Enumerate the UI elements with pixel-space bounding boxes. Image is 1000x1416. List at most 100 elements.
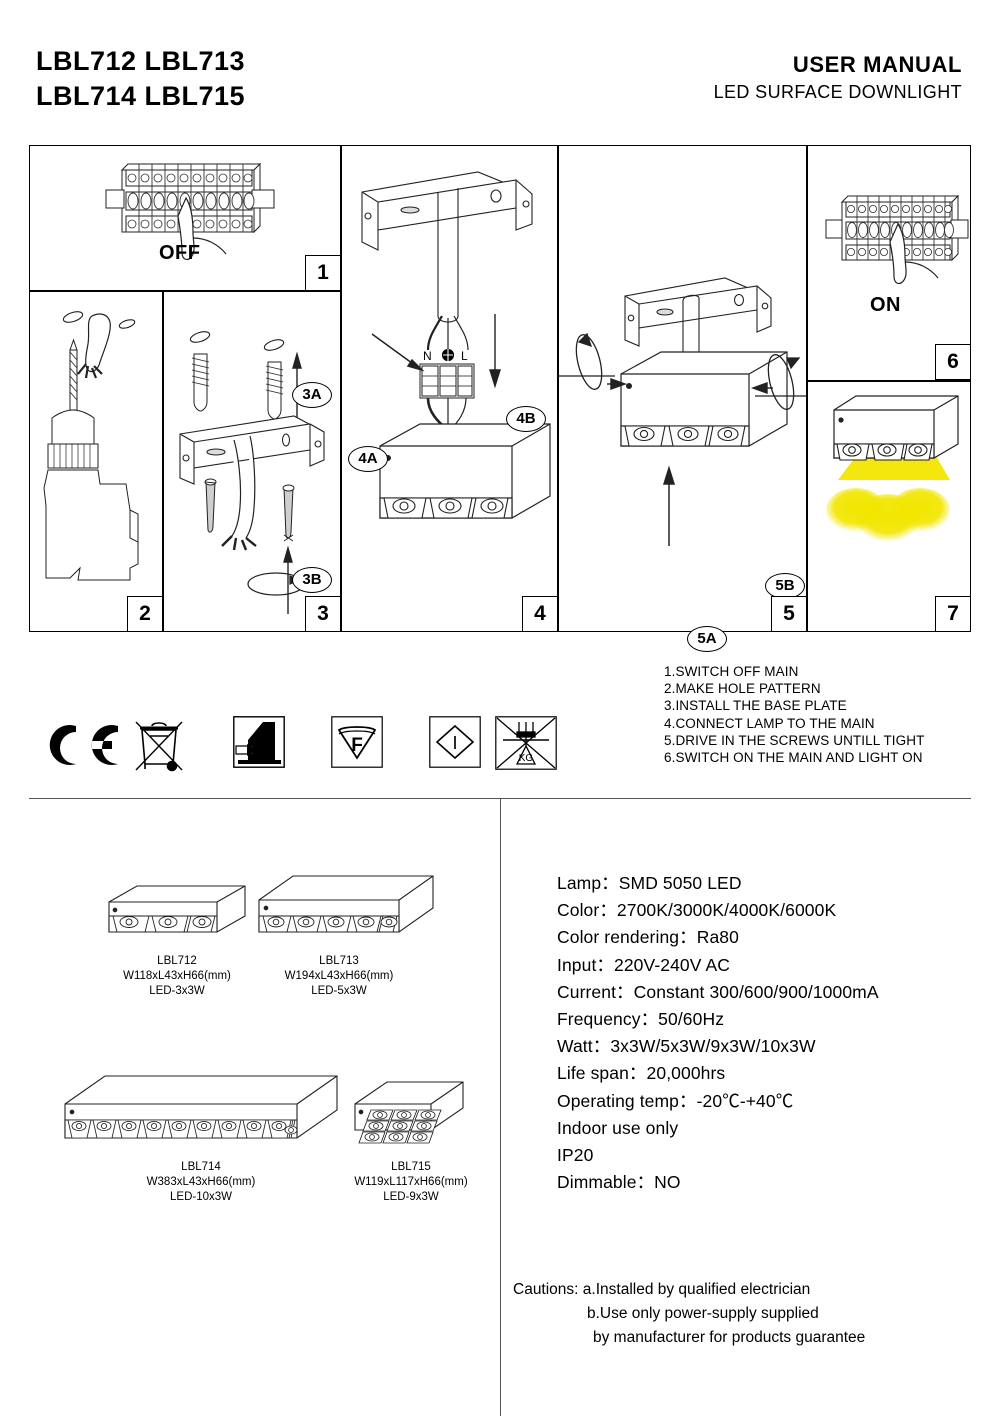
arrow-right-screw — [750, 382, 773, 394]
panel-number-5: 5 — [771, 596, 807, 632]
spec-ip-rating: IP20 — [557, 1145, 594, 1166]
panel-1-switch-off: OFF — [29, 145, 341, 291]
spec-color-rendering: Color rendering：Ra80 — [557, 927, 739, 948]
arrow-4a — [371, 333, 425, 372]
lbl715-led: LED-9x3W — [383, 1191, 439, 1203]
specifications-list: Lamp：SMD 5050 LED Color：2700K/3000K/4000… — [557, 870, 977, 1196]
instruction-step-5: 5.DRIVE IN THE SCREWS UNTILL TIGHT — [664, 732, 925, 748]
lbl715-dimensions: W119xL117xH66(mm) — [354, 1176, 468, 1188]
arrow-up-3b — [283, 545, 293, 614]
product-item-lbl715: LBL715 W119xL117xH66(mm) LED-9x3W — [343, 1068, 473, 1203]
lbl715-illustration — [354, 1081, 464, 1144]
model-numbers: LBL712 LBL713 LBL714 LBL715 — [36, 44, 245, 114]
step-bubble-4a: 4A — [348, 446, 388, 472]
lbl712-label: LBL712 W118xL43xH66(mm) LED-3x3W — [77, 954, 277, 999]
breaker-off-illustration — [105, 162, 275, 261]
weee-crossed-bin-icon — [132, 716, 186, 774]
svg-text:F: F — [351, 735, 363, 756]
spec-color: Color：2700K/3000K/4000K/6000K — [557, 900, 837, 921]
led-cells-7 — [836, 443, 933, 461]
lbl712-illustration — [108, 885, 246, 933]
spec-life-span: Life span：20,000hrs — [557, 1063, 726, 1084]
panel-6-caption: ON — [870, 294, 901, 316]
lbl714-label: LBL714 W383xL43xH66(mm) LED-10x3W — [101, 1160, 301, 1205]
product-item-lbl712: LBL712 W118xL43xH66(mm) LED-3x3W — [97, 868, 257, 997]
product-item-lbl713: LBL713 W194xL43xH66(mm) LED-5x3W — [251, 858, 441, 997]
arrow-4b — [489, 314, 501, 389]
panel-6-switch-on: ON — [807, 145, 971, 381]
lbl713-label: LBL713 W194xL43xH66(mm) LED-5x3W — [239, 954, 439, 999]
model-numbers-line2: LBL714 LBL715 — [36, 81, 246, 112]
lbl714-dimensions: W383xL43xH66(mm) — [146, 1176, 256, 1188]
hole-marks — [62, 311, 136, 329]
lbl713-led: LED-5x3W — [311, 985, 367, 997]
light-glow — [826, 456, 950, 542]
panel-number-1: 1 — [305, 255, 341, 291]
model-numbers-line1: LBL712 LBL713 — [36, 46, 246, 76]
earth-symbol-icon — [441, 348, 455, 362]
spec-frequency: Frequency：50/60Hz — [557, 1009, 725, 1030]
installation-diagram-grid: OFF 1 — [29, 145, 971, 652]
instruction-step-3: 3.INSTALL THE BASE PLATE — [664, 698, 847, 714]
rotation-right — [755, 354, 806, 410]
terminal-label-n: N — [423, 349, 432, 363]
lbl712-led: LED-3x3W — [149, 985, 205, 997]
panel-4-connect-lamp: N L — [341, 145, 558, 632]
step-bubble-5a: 5A — [687, 626, 727, 652]
instruction-steps-list: 1.SWITCH OFF MAIN 2.MAKE HOLE PATTERN 3.… — [664, 663, 984, 766]
step-bubble-3b: 3B — [292, 567, 332, 593]
step-bubble-3a: 3A — [292, 382, 332, 408]
lit-lamp-illustration — [826, 395, 959, 542]
connect-lamp-illustration: N L — [361, 171, 551, 519]
breaker-on-illustration — [825, 194, 969, 285]
panel-3-base-plate: 3A 3B — [163, 291, 341, 632]
product-lineup: LBL712 W118xL43xH66(mm) LED-3x3W — [29, 820, 499, 1290]
led-cells-5 — [624, 425, 746, 447]
panel-7-light-on — [807, 381, 971, 632]
lbl712-model: LBL712 — [157, 955, 197, 967]
hand-finger-icon-on — [889, 222, 939, 285]
lbl712-dimensions: W118xL43xH66(mm) — [123, 970, 231, 982]
caution-line-a: Cautions: a.Installed by qualified elect… — [513, 1281, 811, 1298]
class-one-diamond-icon: I — [429, 716, 481, 768]
f-mark-triangle-icon: F — [331, 716, 383, 768]
caution-line-b: b.Use only power-supply supplied — [587, 1305, 819, 1322]
led-grid-3x3 — [358, 1109, 442, 1144]
lbl715-label: LBL715 W119xL117xH66(mm) LED-9x3W — [311, 1160, 511, 1205]
vertical-divider — [500, 798, 501, 1416]
instruction-step-2: 2.MAKE HOLE PATTERN — [664, 681, 821, 697]
spec-indoor-use: Indoor use only — [557, 1117, 679, 1138]
spec-watt: Watt：3x3W/5x3W/9x3W/10x3W — [557, 1036, 816, 1057]
ce-mark-icon — [46, 722, 124, 768]
certification-icons-row: F I KG — [40, 706, 557, 778]
panel-number-7: 7 — [935, 596, 971, 632]
caution-line-b-cont: by manufacturer for products guarantee — [593, 1329, 866, 1346]
manual-heading: USER MANUAL LED SURFACE DOWNLIGHT — [714, 52, 962, 103]
spec-dimmable: Dimmable：NO — [557, 1172, 681, 1193]
arrow-up-5a — [662, 465, 676, 546]
svg-text:I: I — [452, 733, 457, 753]
lbl713-dimensions: W194xL43xH66(mm) — [284, 970, 394, 982]
terminal-label-l: L — [461, 349, 468, 363]
instruction-step-6: 6.SWITCH ON THE MAIN AND LIGHT ON — [664, 750, 923, 766]
panel-number-6: 6 — [935, 344, 971, 380]
manual-subtitle: LED SURFACE DOWNLIGHT — [713, 82, 962, 102]
lbl714-led: LED-10x3W — [170, 1191, 232, 1203]
panel-number-4: 4 — [522, 596, 558, 632]
base-plate-illustration — [179, 331, 325, 614]
wall-anchor-icon — [77, 313, 111, 379]
split-wires — [426, 315, 469, 351]
spec-operating-temp: Operating temp：-20℃-+40℃ — [557, 1090, 794, 1111]
lbl713-illustration — [258, 875, 434, 933]
manual-title: USER MANUAL — [792, 52, 962, 77]
cautions-block: Cautions: a.Installed by qualified elect… — [513, 1278, 973, 1350]
power-cable — [221, 435, 257, 551]
lamp-body-7 — [833, 395, 959, 459]
lbl714-illustration — [64, 1075, 338, 1139]
arrow-left-screw — [607, 378, 628, 390]
panel-1-caption: OFF — [159, 242, 201, 264]
spec-current: Current：Constant 300/600/900/1000mA — [557, 981, 879, 1002]
spec-input: Input：220V-240V AC — [557, 954, 731, 975]
panel-5-drive-screws: 5A 5B — [558, 145, 807, 652]
